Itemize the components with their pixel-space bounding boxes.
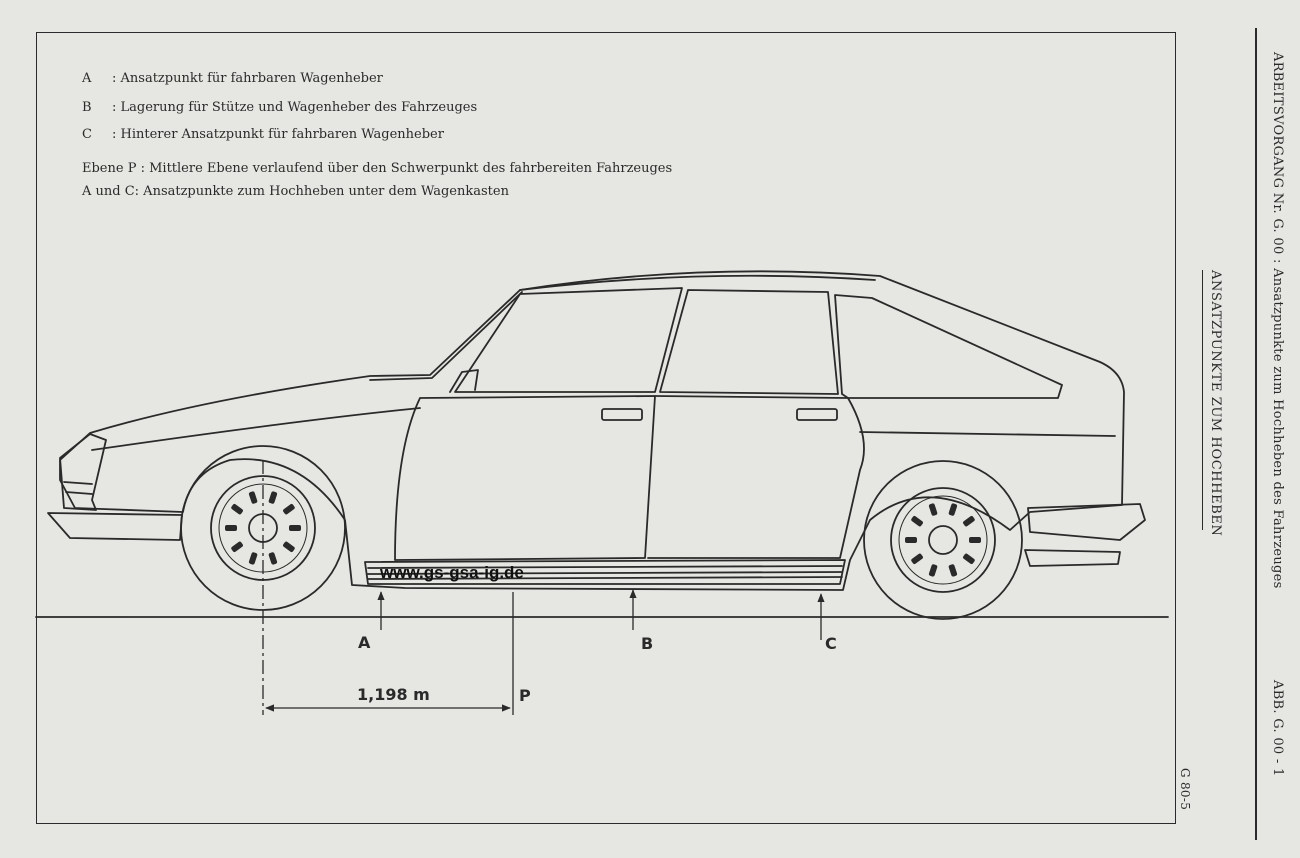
drawing-frame (36, 32, 1176, 824)
wheel-slot (905, 537, 917, 543)
wheel-slot (248, 552, 258, 565)
wheel-slot (231, 504, 243, 515)
front-door (394, 395, 656, 561)
windshield (369, 291, 523, 381)
rear-hub (928, 525, 958, 555)
plane-note: Ebene P : Mittlere Ebene verlaufend über… (82, 161, 673, 176)
wheel-slot (268, 491, 278, 504)
subtitle-underline (1202, 270, 1203, 530)
wheel-slot (289, 525, 301, 531)
wheel-slot (963, 516, 975, 527)
wheel-slot (928, 503, 938, 516)
wheel-slots (225, 491, 981, 577)
wheel-slot (948, 503, 958, 516)
label-b: B (641, 634, 654, 653)
rear-door-handle (796, 408, 838, 421)
dimension-label: 1,198 m (357, 685, 430, 704)
points-note: A und C: Ansatzpunkte zum Hochheben unte… (82, 184, 509, 199)
rear-door (647, 395, 865, 559)
figure-reference: ABB. G. 00 - 1 (1270, 680, 1285, 777)
front-door-handle (601, 408, 643, 421)
watermark: www.gs-gsa-ig.de (380, 563, 524, 582)
legend-item-c: C: Hinterer Ansatzpunkt für fahrbaren Wa… (82, 127, 444, 142)
rear-rim (890, 487, 996, 593)
wheel-slot (248, 491, 258, 504)
rear-tyre (863, 460, 1023, 620)
label-p: P (519, 686, 531, 705)
document-code: G 80-5 (1178, 768, 1192, 811)
rear-bumper (1027, 503, 1146, 541)
wheel-slot (948, 564, 958, 577)
front-window (454, 287, 683, 393)
wheel-slot (283, 541, 295, 552)
side-mirror (449, 369, 479, 393)
rear-door-window (659, 289, 839, 395)
legend-item-b: B: Lagerung für Stütze und Wagenheber de… (82, 100, 478, 115)
wheel-slot (911, 553, 923, 564)
sill-panel (364, 559, 846, 585)
wheel-slot (911, 516, 923, 527)
rear-quarter-window (834, 294, 1063, 399)
wheel-slot (928, 564, 938, 577)
wheel-slot (969, 537, 981, 543)
wheel-slot (231, 541, 243, 552)
section-subtitle: ANSATZPUNKTE ZUM HOCHHEBEN (1208, 270, 1223, 537)
wheel-slot (225, 525, 237, 531)
label-c: C (825, 634, 837, 653)
car-body-outline (59, 270, 1125, 591)
right-rule (1255, 28, 1257, 840)
wheel-slot (963, 553, 975, 564)
front-bumper (47, 512, 183, 541)
wheel-slot (283, 504, 295, 515)
legend-item-a: A: Ansatzpunkt für fahrbaren Wagenheber (82, 71, 383, 86)
label-a: A (358, 633, 371, 652)
headlamp-grille (59, 433, 107, 511)
operation-title: ARBEITSVORGANG Nr. G. 00 : Ansatzpunkte … (1270, 52, 1285, 589)
wheel-slot (268, 552, 278, 565)
